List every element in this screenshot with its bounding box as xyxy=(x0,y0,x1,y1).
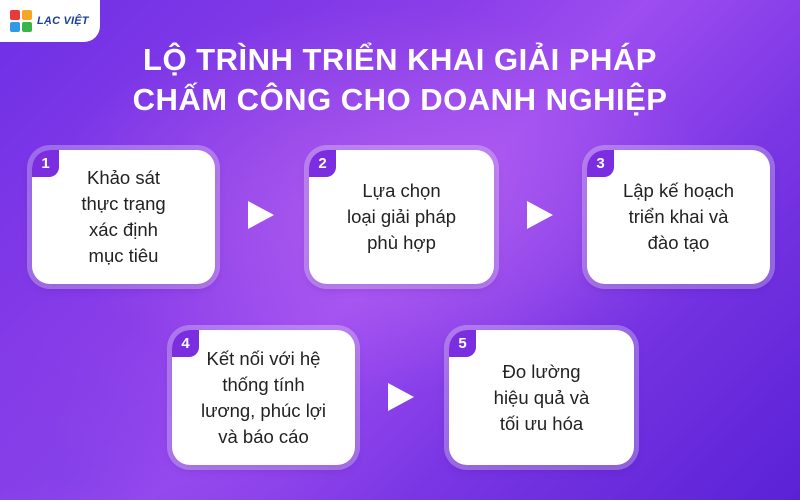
step-number-badge: 4 xyxy=(172,330,199,357)
logo-text: LẠC VIỆT xyxy=(37,15,89,27)
play-arrow-icon xyxy=(388,383,414,411)
page-title: LỘ TRÌNH TRIỂN KHAI GIẢI PHÁP CHẤM CÔNG … xyxy=(0,40,800,120)
step-card-4: 4 Kết nối với hệ thống tính lương, phúc … xyxy=(172,330,355,465)
step-number-badge: 5 xyxy=(449,330,476,357)
title-line-2: CHẤM CÔNG CHO DOANH NGHIỆP xyxy=(132,82,668,117)
brand-logo: LẠC VIỆT xyxy=(0,0,100,42)
step-card-2: 2 Lựa chọn loại giải pháp phù hợp xyxy=(309,150,494,284)
step-card-3: 3 Lập kế hoạch triển khai và đào tạo xyxy=(587,150,770,284)
logo-squares-icon xyxy=(10,10,32,32)
step-number-badge: 3 xyxy=(587,150,614,177)
play-arrow-icon xyxy=(527,201,553,229)
step-number-badge: 1 xyxy=(32,150,59,177)
step-text: Lập kế hoạch triển khai và đào tạo xyxy=(622,180,735,253)
step-number-badge: 2 xyxy=(309,150,336,177)
step-text: Lựa chọn loại giải pháp phù hợp xyxy=(346,180,457,253)
play-arrow-icon xyxy=(248,201,274,229)
step-card-1: 1 Khảo sát thực trạng xác định mục tiêu xyxy=(32,150,215,284)
step-card-5: 5 Đo lường hiệu quả và tối ưu hóa xyxy=(449,330,634,465)
title-line-1: LỘ TRÌNH TRIỂN KHAI GIẢI PHÁP xyxy=(143,42,657,77)
step-text: Kết nối với hệ thống tính lương, phúc lợ… xyxy=(200,347,327,447)
step-text: Đo lường hiệu quả và tối ưu hóa xyxy=(493,360,590,434)
step-text: Khảo sát thực trạng xác định mục tiêu xyxy=(81,167,166,266)
